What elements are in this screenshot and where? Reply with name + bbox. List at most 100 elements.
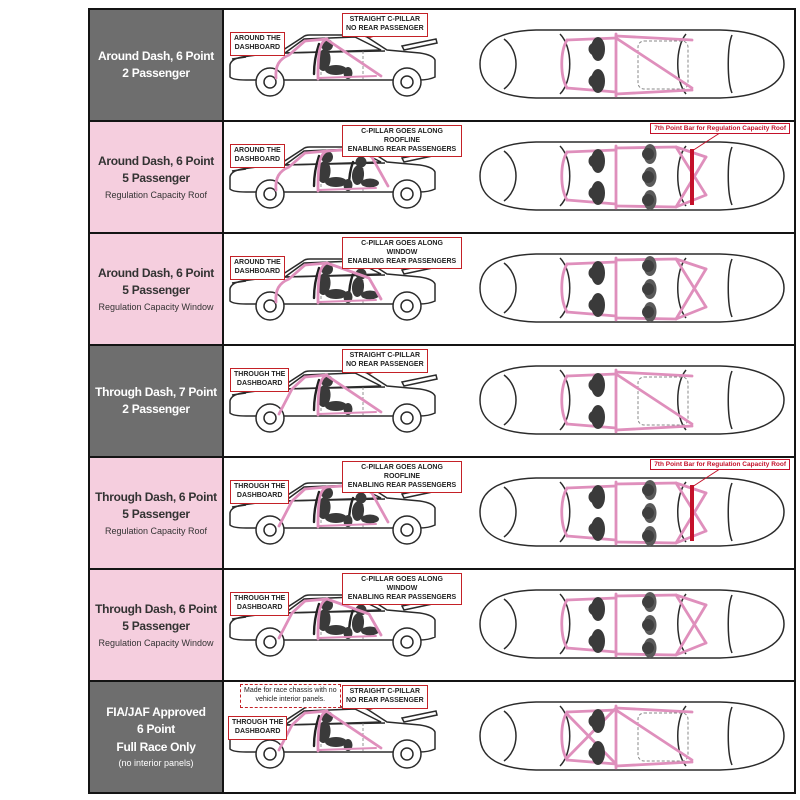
dashboard-callout: AROUND THE DASHBOARD xyxy=(230,144,285,168)
car-body-top xyxy=(479,477,785,547)
rear-occupant xyxy=(351,604,379,636)
car-top-view xyxy=(479,253,785,323)
row-title-line: Through Dash, 6 Point xyxy=(95,489,217,504)
row-title-line: Full Race Only xyxy=(116,739,196,754)
row-title-line: (no interior panels) xyxy=(118,758,194,769)
roll-cage-side xyxy=(274,261,383,305)
car-body xyxy=(229,34,438,97)
row-title-line: Regulation Capacity Window xyxy=(98,637,214,648)
roll-cage-side xyxy=(277,373,383,417)
row-title-line: 5 Passenger xyxy=(122,171,190,186)
cage-leg-through-dash xyxy=(277,375,307,416)
rear-occupants-top xyxy=(642,256,657,322)
row-title-line: 5 Passenger xyxy=(122,619,190,634)
roll-cage-top xyxy=(560,256,708,322)
top-view-cell: 7th Point Bar for Regulation Capacity Ro… xyxy=(470,122,794,232)
side-view-cell: THROUGH THE DASHBOARD C-PILLAR GOES ALON… xyxy=(224,570,470,680)
row-title-line: Through Dash, 6 Point xyxy=(95,601,217,616)
roll-cage-top xyxy=(560,592,708,658)
car-top-view xyxy=(479,365,785,435)
row-title-line: Around Dash, 6 Point xyxy=(97,265,214,280)
row-title-line: Through Dash, 7 Point xyxy=(95,384,217,399)
car-body-top xyxy=(479,589,785,659)
roll-cage-side xyxy=(277,597,383,641)
rear-occupant xyxy=(351,268,379,300)
row-title-line: Regulation Capacity Roof xyxy=(104,525,208,536)
row-title-line: 5 Passenger xyxy=(122,283,190,298)
cage-rear-stays-2pass xyxy=(614,34,694,96)
car-top-view xyxy=(479,589,785,659)
cage-rear-stays-2pass xyxy=(614,370,694,432)
front-occupants-top xyxy=(588,597,605,653)
c-pillar-callout: STRAIGHT C-PILLAR NO REAR PASSENGER xyxy=(342,13,428,37)
cage-leg-through-dash xyxy=(277,599,307,640)
cage-leg-through-dash xyxy=(277,711,307,752)
car-top-view xyxy=(479,701,785,771)
row-title-line: 2 Passenger xyxy=(122,66,190,80)
top-view-cell xyxy=(470,234,794,344)
front-occupants-top xyxy=(588,373,605,429)
c-pillar-callout: STRAIGHT C-PILLAR NO REAR PASSENGER xyxy=(342,685,428,709)
car-body-top xyxy=(479,29,785,99)
rear-seat-outline xyxy=(637,376,689,426)
cage-leg-around-dash xyxy=(274,151,307,192)
side-view-cell: AROUND THE DASHBOARD C-PILLAR GOES ALONG… xyxy=(224,122,470,232)
race-chassis-note: Made for race chassis with no vehicle in… xyxy=(240,684,341,708)
dashboard-callout: AROUND THE DASHBOARD xyxy=(230,32,285,56)
front-occupants-top xyxy=(588,709,605,765)
car-body-top xyxy=(479,365,785,435)
rollcage-configuration-chart: Around Dash, 6 Point 2 Passenger xyxy=(88,8,796,794)
car-side-view xyxy=(229,592,438,657)
cage-cpillar-window xyxy=(325,261,383,301)
car-side-view xyxy=(229,368,438,433)
side-view-cell: THROUGH THE DASHBOARD C-PILLAR GOES ALON… xyxy=(224,458,470,568)
top-view-cell: 7th Point Bar for Regulation Capacity Ro… xyxy=(470,458,794,568)
cage-cpillar-straight xyxy=(324,37,383,78)
roll-cage-side xyxy=(277,709,383,753)
side-view-cell: Made for race chassis with no vehicle in… xyxy=(224,682,470,792)
roll-cage-top xyxy=(560,368,694,434)
rear-occupants-top xyxy=(642,592,657,658)
front-occupants-top xyxy=(588,37,605,93)
c-pillar-callout: C-PILLAR GOES ALONG WINDOW ENABLING REAR… xyxy=(342,237,462,270)
cage-cpillar-straight xyxy=(324,373,383,414)
top-view-cell xyxy=(470,346,794,456)
car-body xyxy=(229,370,438,433)
roll-cage-top xyxy=(560,704,694,770)
top-view-cell xyxy=(470,10,794,120)
row-title-line: 5 Passenger xyxy=(122,507,190,522)
cage-leg-around-dash xyxy=(274,39,307,80)
front-seat xyxy=(312,378,321,412)
roll-cage-side xyxy=(274,37,383,81)
cage-rear-stays-5pass xyxy=(614,257,708,321)
row-title-line: 6 Point xyxy=(137,722,175,737)
row-title-line: FIA/JAF Approved xyxy=(106,705,206,720)
side-view-cell: AROUND THE DASHBOARD C-PILLAR GOES ALONG… xyxy=(224,234,470,344)
car-side-view xyxy=(229,704,438,769)
car-top-view xyxy=(479,29,785,99)
rear-occupants-top xyxy=(642,480,657,546)
top-view-cell xyxy=(470,682,794,792)
rear-occupant xyxy=(351,492,379,524)
cage-rear-stays-2pass xyxy=(614,706,694,768)
c-pillar-callout: STRAIGHT C-PILLAR NO REAR PASSENGER xyxy=(342,349,428,373)
row-title-line: Regulation Capacity Window xyxy=(98,301,214,312)
cage-rear-stays-5pass xyxy=(614,593,708,657)
front-occupants-top xyxy=(588,149,605,205)
dashboard-callout: THROUGH THE DASHBOARD xyxy=(230,480,290,504)
car-body xyxy=(229,594,438,657)
seventh-point-callout: 7th Point Bar for Regulation Capacity Ro… xyxy=(650,123,790,134)
c-pillar-callout: C-PILLAR GOES ALONG ROOFLINE ENABLING RE… xyxy=(342,461,462,494)
front-seat xyxy=(312,266,321,300)
car-side-view xyxy=(229,32,438,97)
